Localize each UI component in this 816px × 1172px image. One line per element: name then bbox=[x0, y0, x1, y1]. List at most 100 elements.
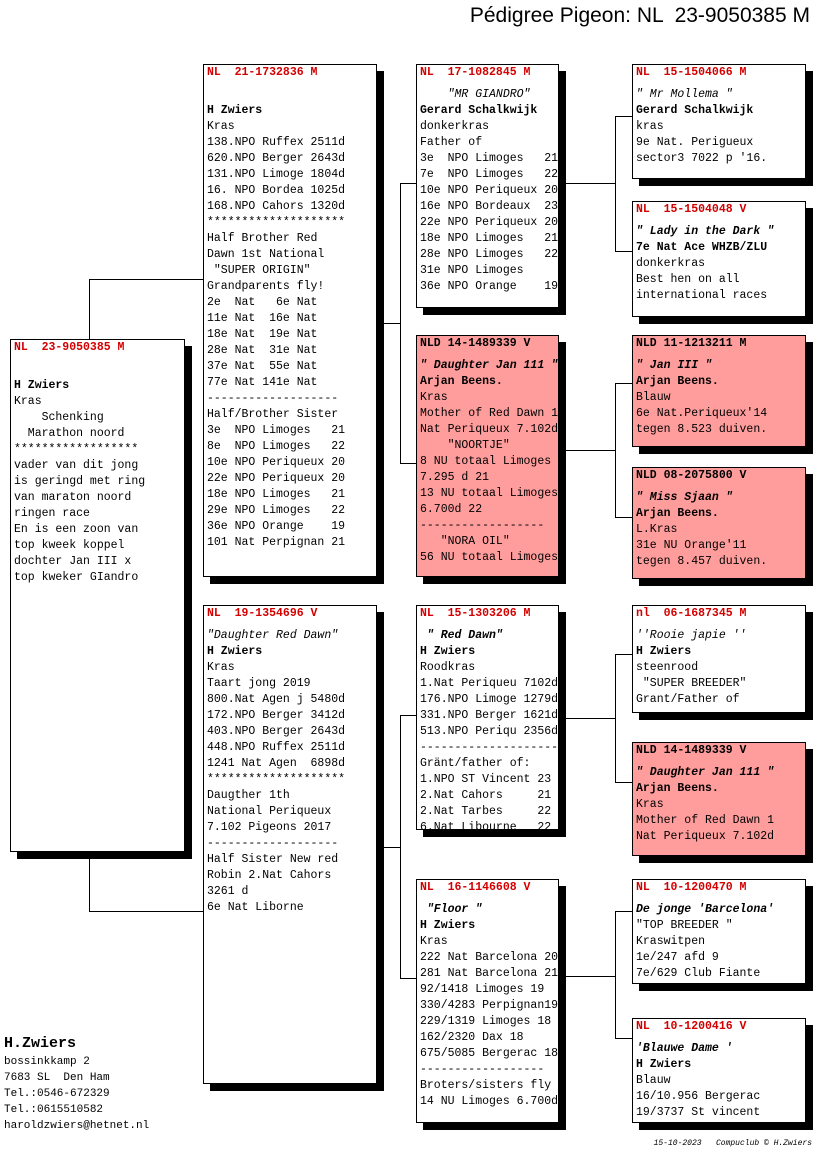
connector-line bbox=[615, 1038, 632, 1039]
pigeon-info-line: tegen 8.457 duiven. bbox=[636, 555, 768, 568]
connector-line bbox=[377, 847, 400, 848]
pigeon-info-line: 7e NPO Limoges 22 bbox=[420, 168, 559, 181]
connector-line bbox=[559, 718, 615, 719]
pigeon-info-line: 7e/629 Club Fiante bbox=[636, 967, 761, 980]
pigeon-info-line: Kras bbox=[207, 120, 235, 133]
ring-number: nl 06-1687345 M bbox=[636, 607, 747, 620]
pigeon-info-line: 7e Nat Ace WHZB/ZLU bbox=[636, 241, 768, 254]
pigeon-info-line: 31e NU Orange'11 bbox=[636, 539, 747, 552]
pigeon-info-line: donkerkras bbox=[420, 120, 490, 133]
pigeon-info-line: Broters/sisters fly bbox=[420, 1079, 552, 1092]
pigeon-info-line: 3e NPO Limoges 21 bbox=[420, 152, 559, 165]
pigeon-info-line: ------------------ bbox=[420, 519, 545, 532]
pigeon-card-ggs1: NL 15-1504066 M" Mr Mollema "Gerard Scha… bbox=[632, 64, 806, 179]
pigeon-info-line: Arjan Beens. bbox=[636, 782, 719, 795]
pigeon-info-line: 36e NPO Orange 19 bbox=[420, 280, 559, 293]
phone-line: Tel.:0546-672329 bbox=[4, 1088, 110, 1100]
pigeon-info-line: National Periqueux bbox=[207, 805, 332, 818]
connector-line bbox=[559, 976, 615, 977]
pigeon-info-line: " Red Dawn" bbox=[420, 629, 503, 642]
pigeon-info-line: ****************** bbox=[14, 443, 139, 456]
pigeon-info-line: ------------------- bbox=[207, 392, 339, 405]
pigeon-info-line: Father of bbox=[420, 136, 483, 149]
breeder-address: H.Zwiers bossinkkamp 2 7683 SL Den Ham T… bbox=[4, 1034, 149, 1134]
pigeon-info-line: Daugther 1th bbox=[207, 789, 290, 802]
pigeon-info-line: " Miss Sjaan " bbox=[636, 491, 733, 504]
pigeon-info-line: "TOP BREEDER " bbox=[636, 919, 733, 932]
pigeon-info-line: ''Rooie japie '' bbox=[636, 629, 747, 642]
pigeon-info-line: 8 NU totaal Limoges bbox=[420, 455, 552, 468]
pigeon-info-line: Half Sister New red bbox=[207, 853, 339, 866]
pigeon-info-line: 330/4283 Perpignan19 bbox=[420, 999, 559, 1012]
pigeon-info-line: ******************** bbox=[207, 216, 346, 229]
pigeon-info-line: 18e NPO Limoges 21 bbox=[207, 488, 346, 501]
pigeon-info-line: 6.700d 22 bbox=[420, 503, 483, 516]
pigeon-info-line: " Mr Mollema " bbox=[636, 88, 733, 101]
connector-line bbox=[615, 116, 632, 117]
connector-line bbox=[400, 463, 416, 464]
pigeon-info-line: 3261 d bbox=[207, 885, 249, 898]
pigeon-info-line bbox=[207, 87, 373, 103]
connector-line bbox=[615, 782, 632, 783]
pigeon-info-line: 1241 Nat Agen 6898d bbox=[207, 757, 346, 770]
pigeon-info-line: vader van dit jong bbox=[14, 459, 139, 472]
address-line: 7683 SL Den Ham bbox=[4, 1072, 110, 1084]
pigeon-info-line: ******************** bbox=[207, 773, 346, 786]
ring-number: NLD 14-1489339 V bbox=[636, 744, 747, 757]
pigeon-info-line: van maraton noord bbox=[14, 491, 132, 504]
pigeon-info-line: Taart jong 2019 bbox=[207, 677, 311, 690]
pigeon-card-gs1: NL 17-1082845 M "MR GIANDRO"Gerard Schal… bbox=[416, 64, 559, 308]
pigeon-info-line: 16e NPO Bordeaux 23 bbox=[420, 200, 559, 213]
pigeon-info-line: Half/Brother Sister bbox=[207, 408, 339, 421]
pigeon-info-line: 6.Nat Libourne 22 bbox=[420, 821, 552, 834]
pigeon-info-line: Arjan Beens. bbox=[636, 507, 719, 520]
phone-line: Tel.:0615510582 bbox=[4, 1104, 104, 1116]
pigeon-info-line: 6e Nat Liborne bbox=[207, 901, 304, 914]
pigeon-info-line: 18e NPO Limoges 21 bbox=[420, 232, 559, 245]
pigeon-info-line: Half Brother Red bbox=[207, 232, 318, 245]
pigeon-info-line: 138.NPO Ruffex 2511d bbox=[207, 136, 346, 149]
ring-number: NLD 11-1213211 M bbox=[636, 337, 747, 350]
pigeon-info-line: 403.NPO Berger 2643d bbox=[207, 725, 346, 738]
pigeon-info-line: 2.Nat Tarbes 22 bbox=[420, 805, 552, 818]
pigeon-info-line: Kras bbox=[420, 935, 448, 948]
pigeon-info-line: Kras bbox=[207, 661, 235, 674]
pigeon-info-line: Gerard Schalkwijk bbox=[420, 104, 538, 117]
pigeon-info-line: 331.NPO Berger 1621d bbox=[420, 709, 559, 722]
pigeon-info-line: " Lady in the Dark " bbox=[636, 225, 775, 238]
pigeon-info-line: is geringd met ring bbox=[14, 475, 146, 488]
pigeon-info-line: ringen race bbox=[14, 507, 90, 520]
pigeon-info-line: 22e NPO Periqueux 20 bbox=[207, 472, 346, 485]
pigeon-info-line: "SUPER BREEDER" bbox=[636, 677, 747, 690]
pigeon-info-line: Gränt/father of: bbox=[420, 757, 531, 770]
ring-number: NL 15-1504048 V bbox=[636, 203, 747, 216]
ring-number: NL 10-1200470 M bbox=[636, 881, 747, 894]
pigeon-info-line: 29e NPO Limoges 22 bbox=[207, 504, 346, 517]
pigeon-info-line: 19/3737 St vincent bbox=[636, 1106, 761, 1119]
connector-line bbox=[89, 851, 90, 912]
pigeon-card-gd1: NLD 14-1489339 V" Daughter Jan 111 "Arja… bbox=[416, 335, 559, 577]
ring-number: NL 21-1732836 M bbox=[207, 66, 318, 79]
pigeon-info-line: L.Kras bbox=[636, 523, 678, 536]
pigeon-info-line: 18e Nat 19e Nat bbox=[207, 328, 318, 341]
ring-number: NL 15-1303206 M bbox=[420, 607, 531, 620]
connector-line bbox=[559, 183, 615, 184]
pigeon-info-line: " Daughter Jan 111 " bbox=[636, 766, 775, 779]
pigeon-info-line: 448.NPO Ruffex 2511d bbox=[207, 741, 346, 754]
pigeon-info-line: 800.Nat Agen j 5480d bbox=[207, 693, 346, 706]
pigeon-info-line: 37e Nat 55e Nat bbox=[207, 360, 318, 373]
pigeon-info-line: donkerkras bbox=[636, 257, 706, 270]
pigeon-info-line: H Zwiers bbox=[207, 645, 263, 658]
pigeon-info-line: "NOORTJE" bbox=[420, 439, 510, 452]
pigeon-info-line: 222 Nat Barcelona 20 bbox=[420, 951, 559, 964]
pigeon-info-line: En is een zoon van bbox=[14, 523, 139, 536]
pigeon-info-line: Nat Periqueux 7.102d bbox=[420, 423, 559, 436]
pigeon-info-line: 172.NPO Berger 3412d bbox=[207, 709, 346, 722]
connector-line bbox=[615, 383, 632, 384]
pigeon-info-line: Schenking bbox=[14, 411, 104, 424]
connector-line bbox=[400, 183, 401, 464]
pigeon-info-line: 77e Nat 141e Nat bbox=[207, 376, 318, 389]
pigeon-info-line: Grant/Father of bbox=[636, 693, 740, 706]
